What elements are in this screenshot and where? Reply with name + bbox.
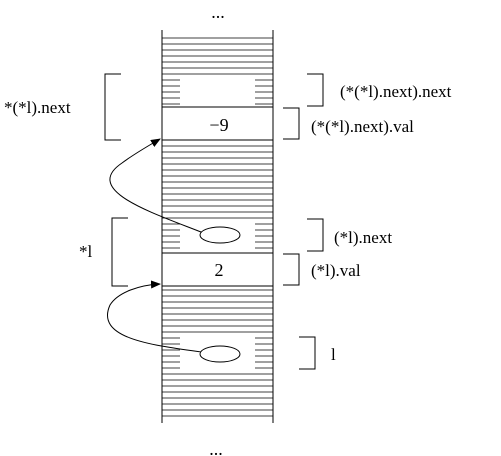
label-next-next-val: (*(*l).next).val [311,117,414,136]
bracket-l-next [307,218,324,252]
ellipsis-bottom: ... [209,439,223,456]
pointer-ellipse-l-next [199,226,241,244]
label-l-next: (*l).next [334,228,392,247]
pointer-arrow-lower [107,280,202,353]
bracket-next-next-val [283,107,300,140]
label-l: l [331,345,336,364]
pointer-arrow-upper [109,138,202,233]
label-star-l: *l [79,242,93,261]
pointer-ellipse-l [199,345,241,363]
label-l-val: (*l).val [311,261,361,280]
label-next-next-next: (*(*l).next).next [340,82,452,101]
ellipsis-top: ... [211,2,225,22]
bracket-star-star-l-next [104,73,121,141]
memory-column [161,30,274,423]
bracket-l [299,336,316,370]
memory-hatching [162,37,273,417]
cell-value-l-val: 2 [215,260,224,280]
bracket-star-l [111,217,128,287]
bracket-next-next-next [307,73,324,107]
label-star-star-l-next: *(*l).next [4,98,71,117]
bracket-l-val [283,253,300,286]
cell-value-next-next-val: −9 [209,115,228,135]
